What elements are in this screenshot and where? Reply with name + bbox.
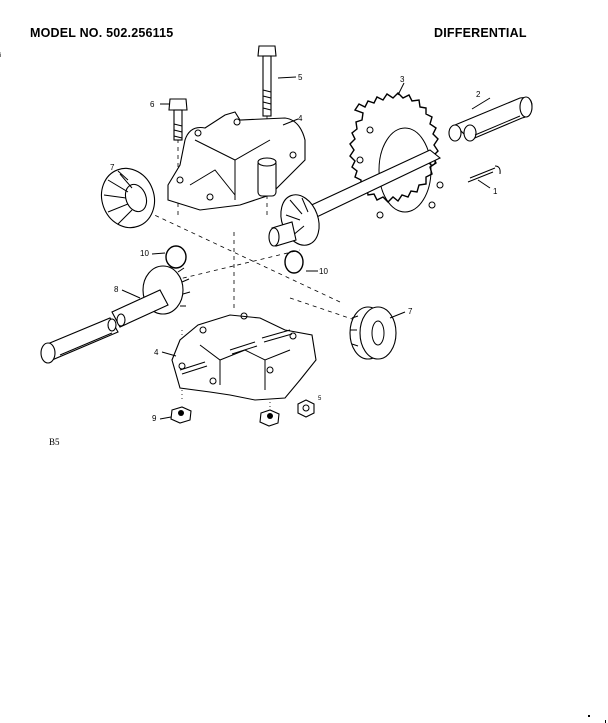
callout-4-upper-housing: 4: [298, 114, 303, 123]
callout-8-axle-left: 8: [114, 285, 119, 294]
callout-4-lower-housing: 4: [154, 348, 159, 357]
part-housing-lower[interactable]: [171, 312, 317, 401]
callout-10-ring-right: 10: [319, 267, 328, 276]
part-bolt-long[interactable]: [257, 45, 277, 117]
part-axle-right[interactable]: [448, 96, 533, 142]
callout-labels: 5 6 4 3 2 1 7 10 10 8 7 4 9 5: [110, 73, 498, 423]
part-bolt-short[interactable]: [168, 98, 188, 141]
part-axle-left[interactable]: [40, 265, 191, 364]
part-housing-upper[interactable]: [167, 111, 306, 211]
callout-7-gear-left: 7: [110, 163, 115, 172]
part-bevel-gear-right[interactable]: [349, 306, 397, 360]
part-key[interactable]: [467, 165, 501, 183]
callout-5-long-bolt: 5: [298, 73, 303, 82]
model-number: MODEL NO. 502.256115: [30, 26, 174, 40]
callout-6-short-bolt: 6: [150, 100, 155, 109]
callout-5-small-nut: 5: [318, 396, 322, 402]
callout-1-key: 1: [493, 187, 498, 196]
callout-7-gear-right: 7: [408, 307, 413, 316]
figure-code: B5: [49, 437, 60, 447]
part-retaining-ring-left[interactable]: [165, 245, 187, 269]
part-sprocket[interactable]: [349, 92, 444, 219]
scan-mark: [605, 720, 606, 723]
callout-3-sprocket: 3: [400, 75, 405, 84]
callout-leaders: [117, 76, 491, 420]
margin-mark: i: [0, 53, 2, 59]
part-bevel-gear-center[interactable]: [268, 189, 326, 250]
callout-2-axle: 2: [476, 90, 481, 99]
callout-9-nut: 9: [152, 414, 157, 423]
part-hex-nut-left[interactable]: [170, 406, 192, 424]
scan-mark: [588, 715, 590, 717]
callout-10-ring-left: 10: [140, 249, 149, 258]
section-title: DIFFERENTIAL: [434, 26, 527, 40]
part-hex-nut-right[interactable]: [297, 399, 315, 418]
part-hex-nut-center[interactable]: [259, 409, 280, 427]
part-retaining-ring-right[interactable]: [284, 250, 304, 274]
part-bevel-gear-left[interactable]: [93, 161, 162, 235]
